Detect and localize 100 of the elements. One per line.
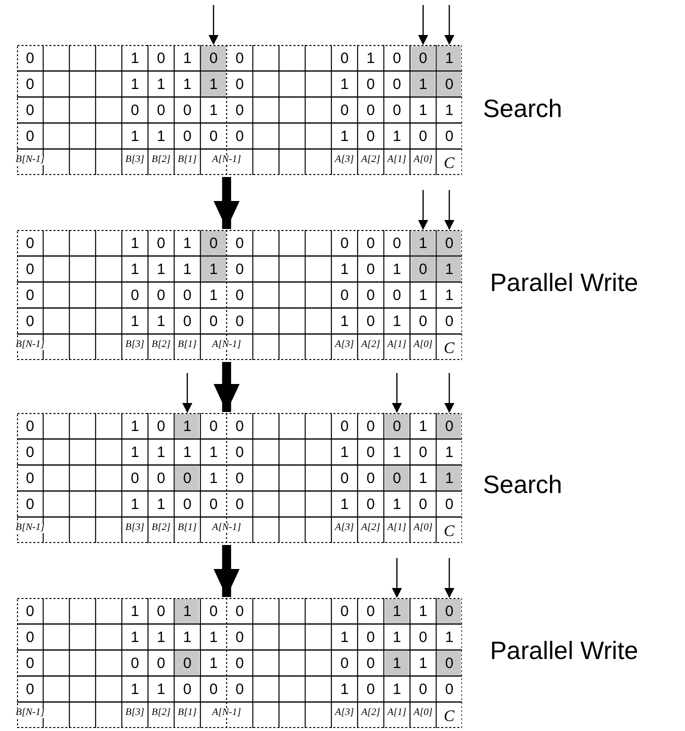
cell-value: 0 [339,416,350,436]
cell-value: 0 [208,602,219,622]
cell-value: 0 [234,416,245,436]
cell-value: 1 [182,628,192,648]
cell-value: 0 [234,680,245,700]
column-label: B[3] [125,523,144,533]
step-arrow [214,362,240,412]
cell-value: 1 [156,628,166,648]
cell-value: 1 [444,628,454,648]
cell-value: 1 [156,442,166,462]
cell-value: 1 [339,442,350,462]
cell-value: 0 [182,680,192,700]
cell-value: 0 [24,442,36,462]
column-label: A[3] [335,523,354,533]
cell-value: 0 [339,286,350,306]
column-label: A[2] [361,523,380,533]
cell-value: 1 [444,100,454,120]
cell-value: 0 [156,468,166,488]
cell-value: 0 [24,468,36,488]
column-label: A[0] [414,340,432,350]
cell-value: 0 [24,416,36,436]
step-arrow [214,545,240,597]
column-label: A[1] [387,523,406,533]
highlighted-value: 0 [384,466,409,490]
cell-value: 0 [366,494,376,514]
column-label: B[N-1] [16,340,45,350]
highlighted-value: 1 [201,257,226,281]
column-label: A[0] [414,708,432,718]
cell-value: 0 [130,100,140,120]
cell-value: 0 [366,100,376,120]
cell-value: 0 [208,126,219,146]
highlighted-value: 1 [175,599,200,623]
column-label: B[1] [178,340,197,350]
cell-value: 1 [208,628,219,648]
cell-value: 0 [156,234,166,254]
cell-value: 0 [234,48,245,68]
cell-value: 0 [234,602,245,622]
column-label: B[N-1] [16,155,45,165]
cell-value: 0 [24,680,36,700]
step-label: Parallel Write [490,639,638,664]
cell-value: 0 [24,260,36,280]
cell-value: 1 [339,126,350,146]
cell-value: 1 [392,628,402,648]
cell-value: 0 [366,680,376,700]
cell-value: 1 [418,286,428,306]
column-label: A[N-1] [212,340,241,350]
highlighted-value: 1 [175,414,200,438]
cell-value: 1 [130,234,140,254]
cell-value: 1 [418,100,428,120]
cell-value: 0 [24,628,36,648]
cell-value: 0 [444,494,454,514]
cell-value: 0 [182,286,192,306]
cell-value: 0 [418,442,428,462]
cell-value: 0 [156,416,166,436]
cell-value: 1 [130,126,140,146]
cell-value: 1 [392,126,402,146]
cell-value: 0 [234,468,245,488]
cell-value: 0 [182,494,192,514]
column-label: B[2] [152,523,170,533]
cell-value: 0 [234,654,245,674]
cell-value: 0 [418,312,428,332]
highlighted-value: 0 [201,46,226,70]
cell-value: 0 [24,100,36,120]
cell-value: 0 [418,680,428,700]
cell-value: 0 [234,312,245,332]
cell-value: 0 [339,48,350,68]
cell-value: 0 [392,234,402,254]
step-label: Search [483,473,562,498]
step-label: Parallel Write [490,271,638,296]
cell-value: 1 [418,416,428,436]
cell-value: 1 [339,74,350,94]
highlighted-value: 0 [411,257,436,281]
cell-value: 0 [24,234,36,254]
cell-value: 1 [392,494,402,514]
cell-value: 0 [234,494,245,514]
column-label: A[N-1] [212,155,241,165]
cell-value: 0 [24,126,36,146]
cell-value: 1 [130,680,140,700]
cell-value: 0 [418,628,428,648]
cell-value: 0 [392,48,402,68]
cell-value: 1 [130,48,140,68]
highlighted-value: 0 [384,414,409,438]
cell-value: 0 [366,286,376,306]
highlighted-value: 0 [437,651,462,675]
cell-value: 1 [182,48,192,68]
highlighted-value: 0 [437,599,462,623]
highlighted-value: 0 [437,231,462,255]
cell-value: 0 [130,286,140,306]
column-label: A[0] [414,523,432,533]
cell-value: 1 [156,74,166,94]
cell-value: 0 [182,100,192,120]
cell-value: 0 [130,654,140,674]
cell-value: 0 [24,312,36,332]
cell-value: 0 [182,126,192,146]
column-label: B[2] [152,155,170,165]
bit-table [17,598,462,728]
highlighted-value: 1 [437,257,462,281]
cell-value: 1 [339,494,350,514]
cell-value: 1 [392,680,402,700]
cell-value: 1 [156,680,166,700]
